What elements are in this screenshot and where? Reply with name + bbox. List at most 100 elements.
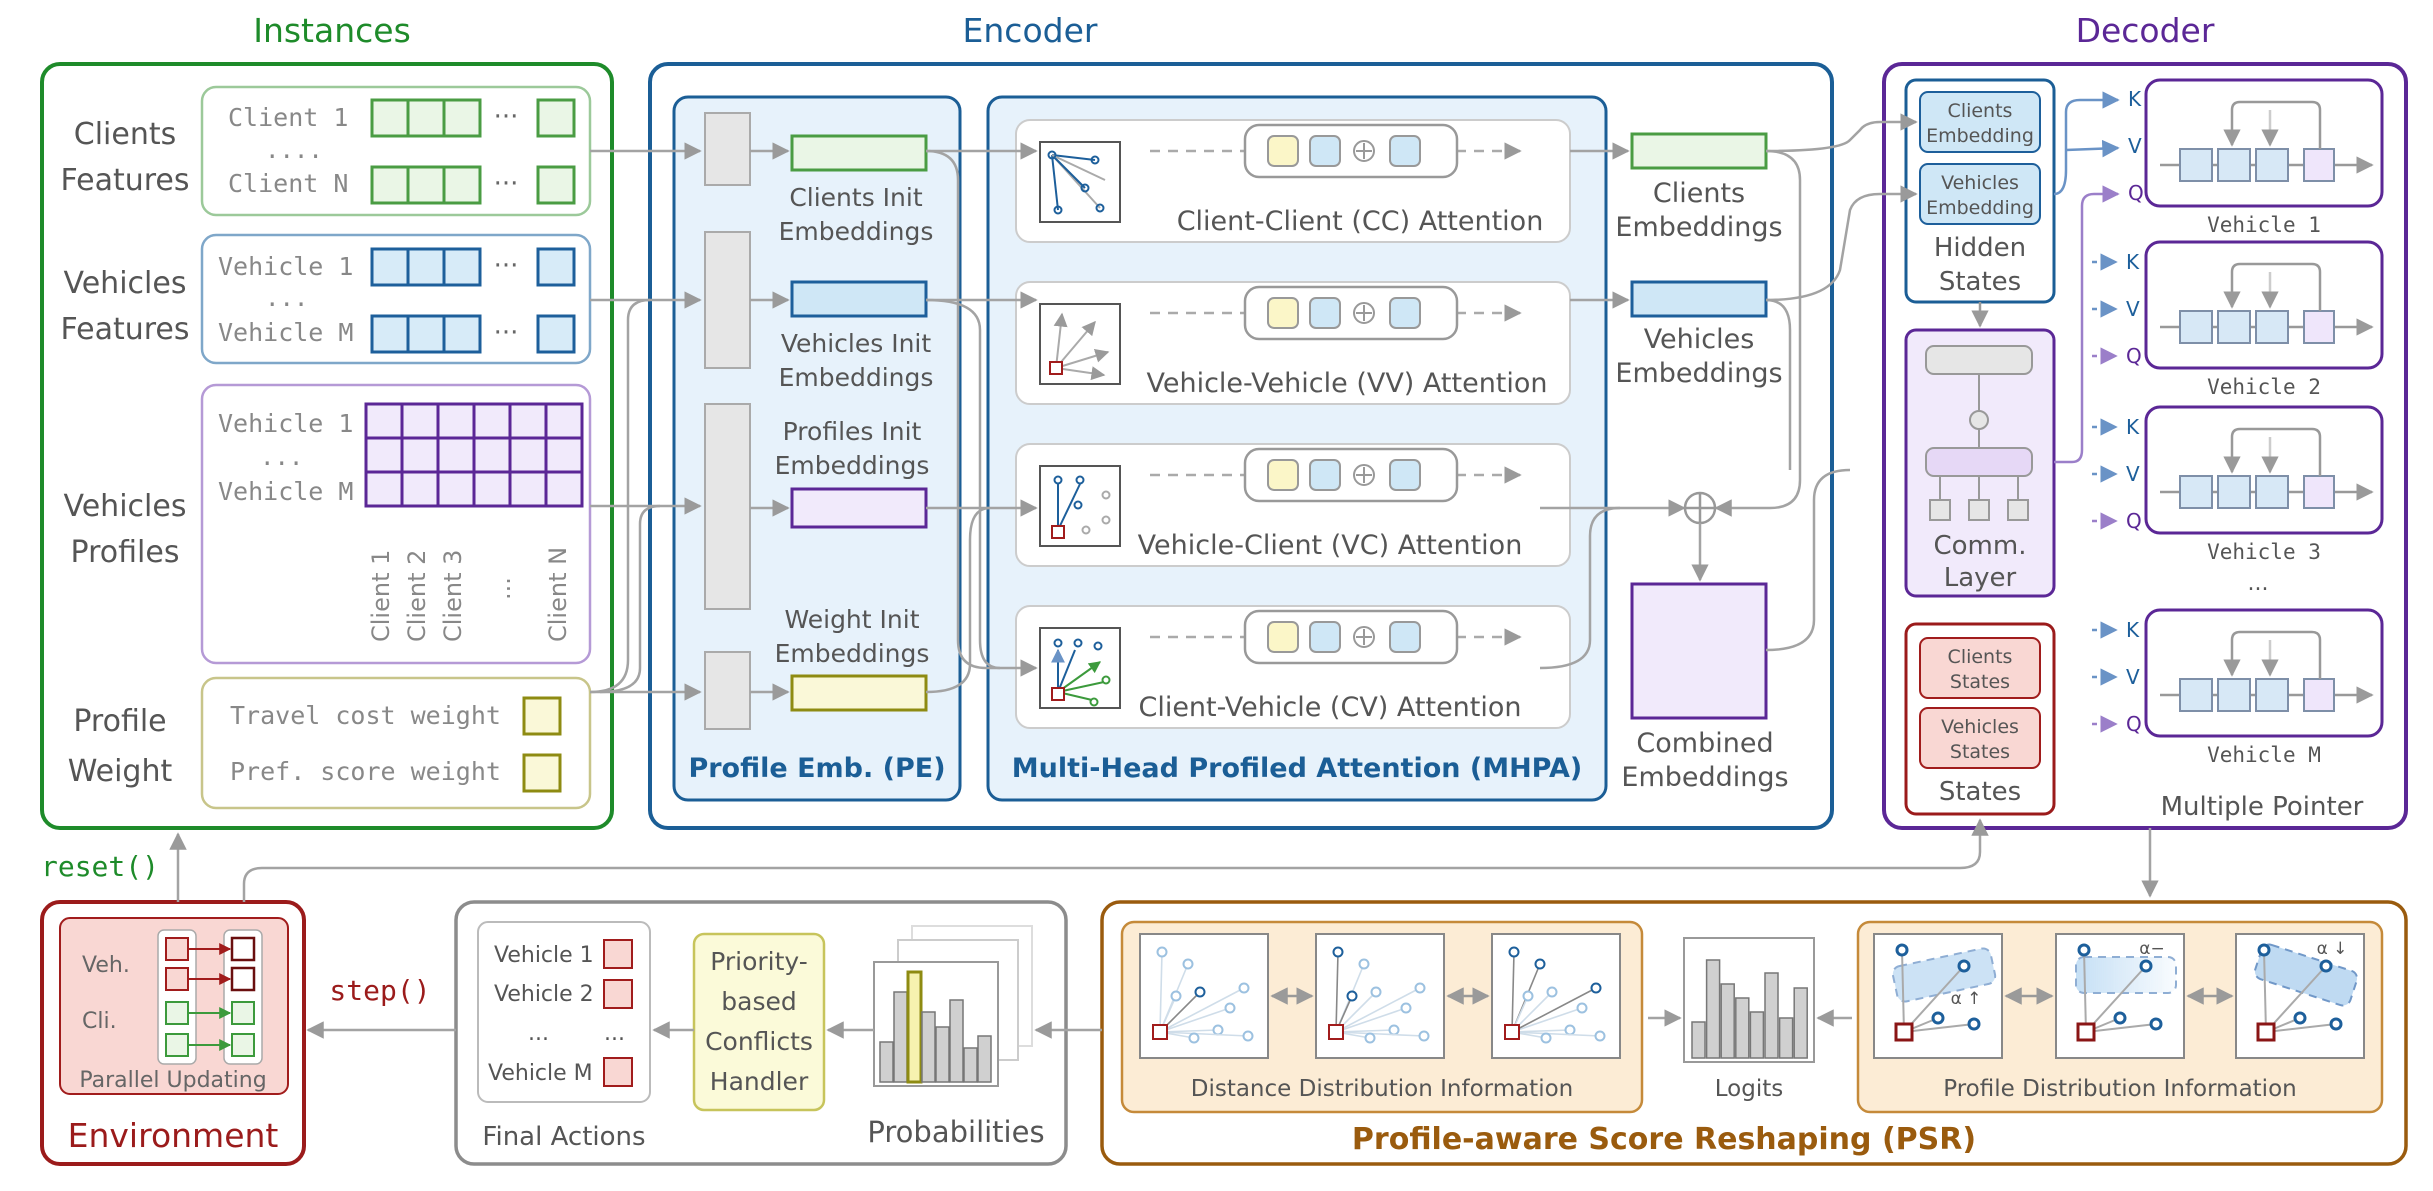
actions-panel: Vehicle 1 Vehicle 2 ... ... Vehicle M Fi… [454, 900, 1068, 1166]
connectors [169, 113, 2159, 1039]
svg-text:Vehicles Init: Vehicles Init [781, 329, 932, 358]
svg-text:Weight Init: Weight Init [784, 605, 919, 634]
pointer-label-3: Vehicle 3 [2207, 540, 2321, 564]
client-n-label: Client N [228, 169, 348, 198]
decoder-panel: Decoder Clients Embedding Vehicles Embed… [1882, 11, 2408, 830]
svg-text:Clients: Clients [1653, 178, 1745, 209]
svg-text:Embedding: Embedding [1926, 125, 2034, 147]
svg-text:Clients: Clients [1948, 646, 2013, 668]
svg-text:Embeddings: Embeddings [1615, 212, 1782, 243]
svg-text:Handler: Handler [710, 1067, 809, 1096]
cc-label: Client-Client (CC) Attention [1177, 206, 1544, 237]
final-actions-label: Final Actions [482, 1122, 645, 1152]
attention-mini-blocks [1150, 123, 1522, 665]
pointer-4 [2144, 608, 2384, 738]
svg-text:Q: Q [2126, 344, 2142, 368]
svg-text:Q: Q [2128, 181, 2144, 205]
svg-text:Vehicles: Vehicles [1941, 716, 2019, 738]
svg-text:Embeddings: Embeddings [779, 363, 934, 392]
logits-chart: Logits [1683, 937, 1815, 1102]
vehicles-features-label: Vehicles [64, 266, 187, 301]
svg-text:V: V [2128, 134, 2142, 158]
svg-text:···: ··· [494, 318, 519, 348]
svg-text:Client 3: Client 3 [439, 550, 467, 642]
encoder-title: Encoder [963, 11, 1098, 50]
clients-features-label-2: Features [61, 163, 190, 198]
combined-embeddings-out [1630, 582, 1768, 720]
pe-title: Profile Emb. (PE) [688, 753, 945, 784]
reset-label: reset() [41, 850, 159, 883]
svg-text:α ↓: α ↓ [2317, 939, 2348, 959]
states-box [1904, 622, 2056, 816]
step-label: step() [329, 974, 430, 1007]
psr-title: Profile-aware Score Reshaping (PSR) [1352, 1122, 1976, 1157]
svg-text:V: V [2126, 297, 2140, 321]
profile-weight-label-2: Weight [68, 754, 173, 789]
clients-init-emb [790, 134, 928, 172]
mhpa-title: Multi-Head Profiled Attention (MHPA) [1012, 753, 1582, 784]
svg-text:α−: α− [2139, 939, 2164, 959]
svg-text:Comm.: Comm. [1934, 531, 2027, 561]
vc-label: Vehicle-Client (VC) Attention [1138, 530, 1523, 561]
svg-text:States: States [1950, 741, 2010, 763]
svg-text:Priority-: Priority- [710, 947, 808, 976]
svg-text:...: ... [488, 577, 516, 600]
pointer-label-1: Vehicle 1 [2207, 213, 2321, 237]
clients-embeddings-out [1630, 132, 1768, 170]
svg-text:Embeddings: Embeddings [1615, 358, 1782, 389]
pointer-3 [2144, 405, 2384, 535]
vehicle-1-prof-label: Vehicle 1 [218, 409, 353, 438]
svg-text:Vehicle 1: Vehicle 1 [494, 943, 594, 968]
svg-text:K: K [2126, 415, 2140, 439]
probability-bars [879, 970, 992, 1084]
cv-label: Client-Vehicle (CV) Attention [1138, 692, 1521, 723]
vehicle-prof-dots: ... [260, 443, 303, 471]
vehicles-profiles-box [200, 383, 592, 665]
profile-weight-label: Profile [73, 704, 166, 739]
vehicles-features-label-2: Features [61, 312, 190, 347]
profile-panel-2: α− [2055, 933, 2185, 1059]
svg-text:Vehicles: Vehicles [1941, 172, 2019, 194]
clients-features-label: Clients [74, 117, 176, 152]
pointer-1 [2144, 78, 2384, 208]
svg-text:States: States [1950, 671, 2010, 693]
svg-text:Conflicts: Conflicts [705, 1027, 813, 1056]
pe-linear-blocks [704, 112, 751, 730]
pointer-2 [2144, 240, 2384, 370]
vehicle-m-feat-label: Vehicle M [218, 318, 353, 347]
cli-label: Cli. [82, 1009, 117, 1034]
weight-init-emb [790, 674, 928, 712]
svg-text:···: ··· [494, 169, 519, 199]
svg-text:K: K [2126, 618, 2140, 642]
svg-text:Vehicles: Vehicles [1644, 324, 1755, 355]
svg-text:Embeddings: Embeddings [775, 639, 930, 668]
svg-text:Clients: Clients [1948, 100, 2013, 122]
svg-text:...: ... [604, 1021, 625, 1046]
profile-panel-3: α ↓ [2235, 933, 2365, 1059]
svg-text:Hidden: Hidden [1934, 233, 2026, 263]
distance-panel-3 [1491, 933, 1621, 1059]
psr-panel: Profile-aware Score Reshaping (PSR) Dist… [1100, 900, 2408, 1166]
probabilities-label: Probabilities [867, 1115, 1044, 1149]
profile-panels: α ↑α−α ↓ [1873, 933, 2365, 1059]
pref-score-weight: Pref. score weight [230, 757, 501, 786]
svg-text:States: States [1939, 267, 2021, 297]
vehicles-init-emb [790, 280, 928, 318]
svg-text:based: based [721, 987, 796, 1016]
svg-text:Q: Q [2126, 509, 2142, 533]
svg-text:Combined: Combined [1636, 728, 1773, 759]
logits-label: Logits [1715, 1076, 1783, 1102]
attention-block-1 [1150, 285, 1522, 341]
svg-text:States: States [1939, 777, 2021, 807]
pointer-label-4: Vehicle M [2207, 743, 2321, 767]
environment-title: Environment [68, 1116, 279, 1155]
instances-title: Instances [253, 11, 411, 50]
svg-text:Clients Init: Clients Init [789, 183, 923, 212]
svg-text:Vehicle 2: Vehicle 2 [494, 982, 594, 1007]
profile-column-labels: Client 1 Client 2 Client 3 ... Client N [367, 547, 572, 642]
distance-panels [1139, 933, 1621, 1059]
pointer-dots: ... [2248, 571, 2269, 596]
svg-text:Profiles Init: Profiles Init [783, 417, 922, 446]
distance-panel-2 [1315, 933, 1445, 1059]
